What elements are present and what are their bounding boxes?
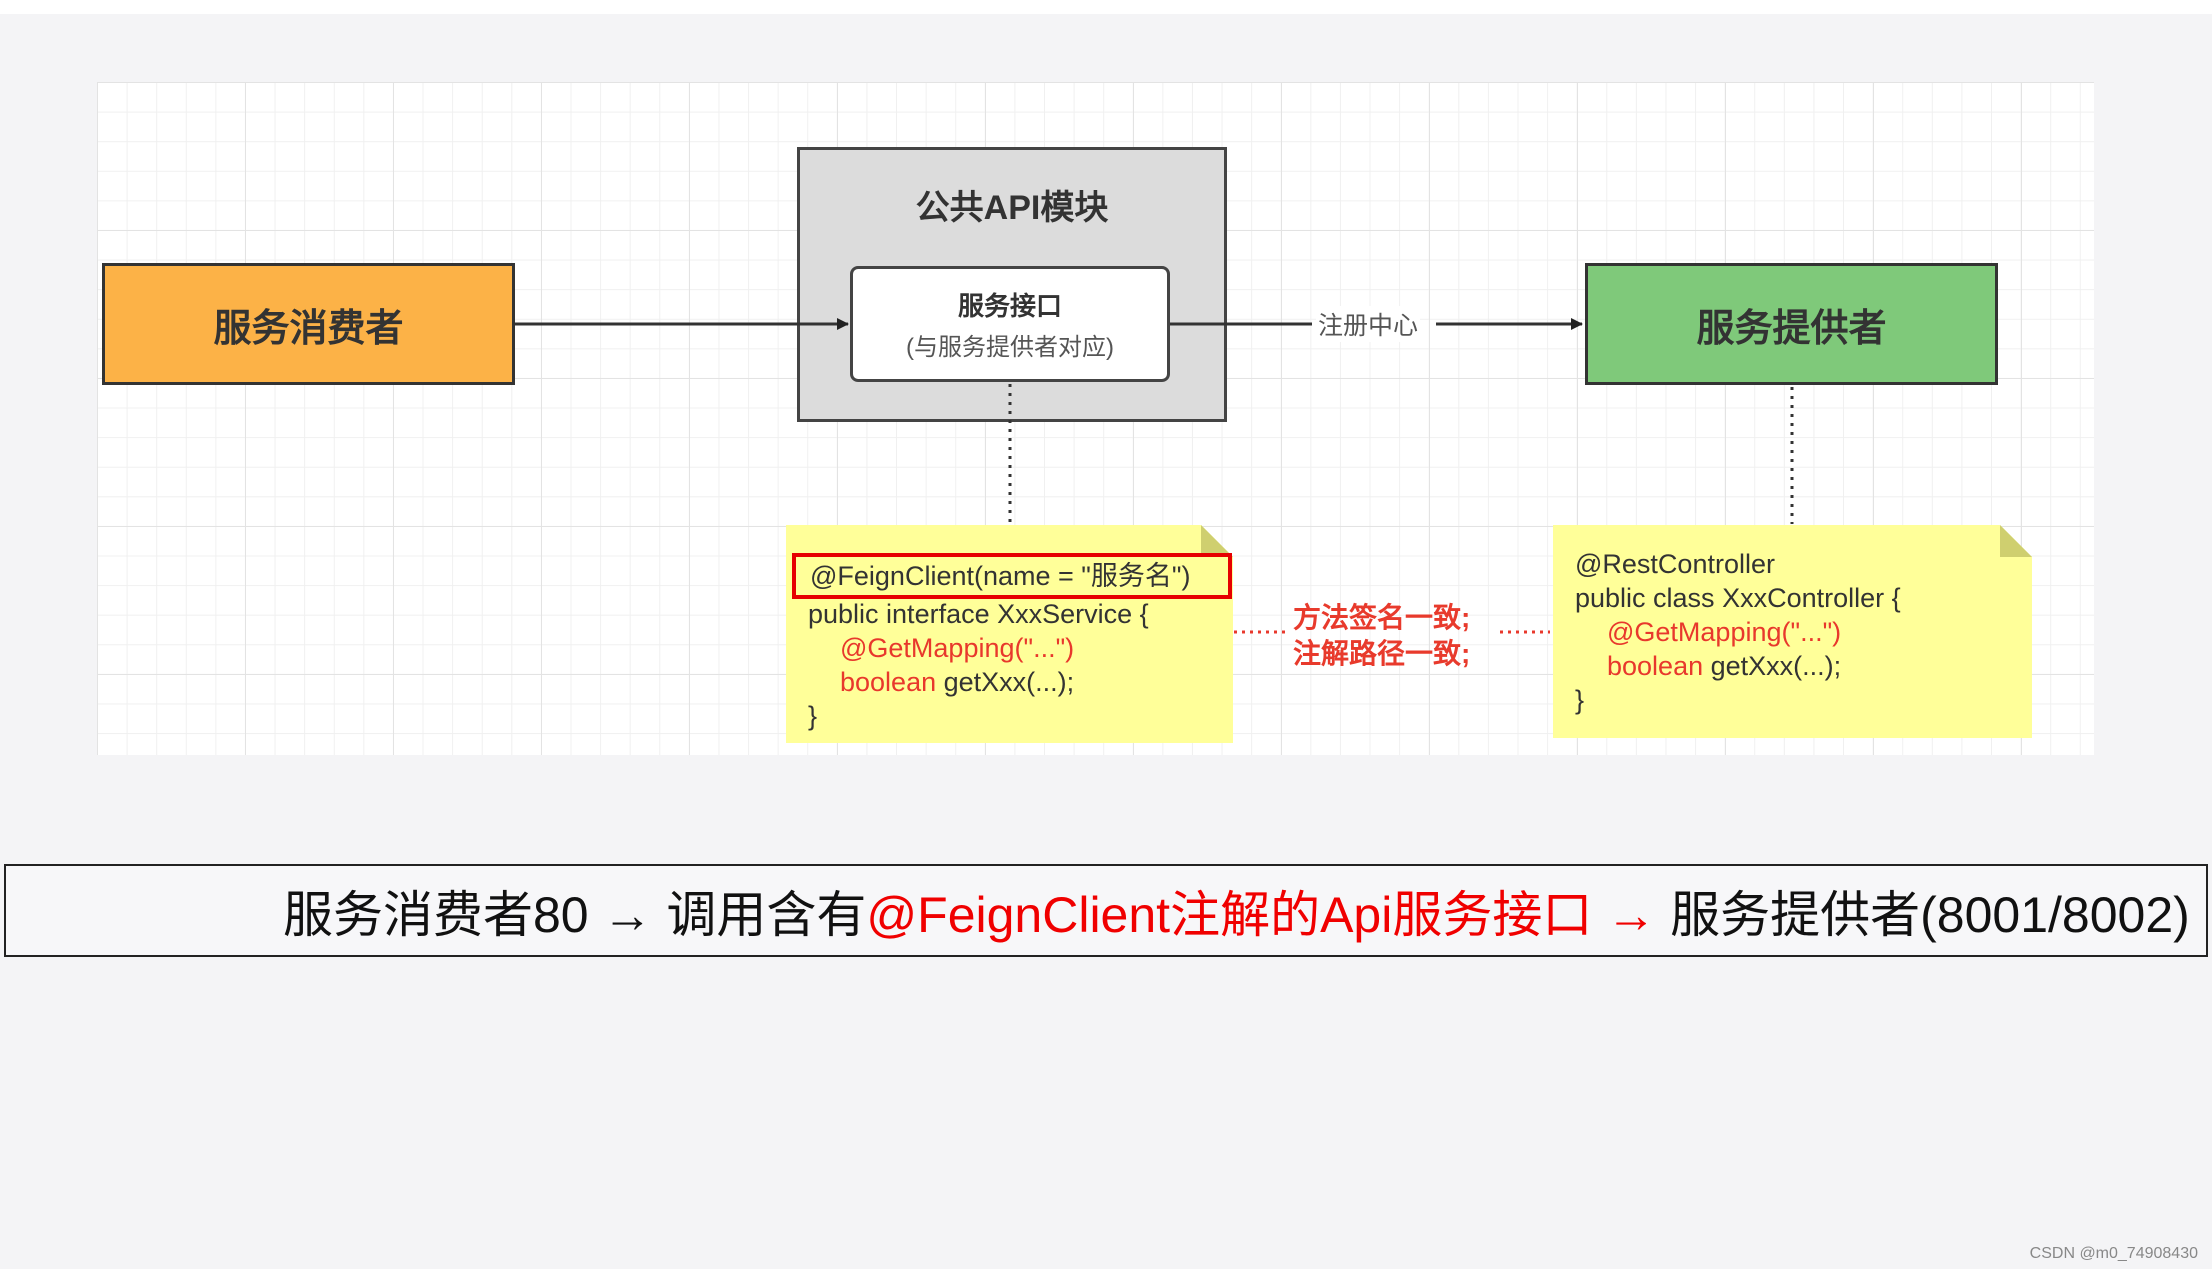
- registry-center-label: 注册中心: [1316, 306, 1421, 342]
- feign-client-annotation-highlight: @FeignClient(name = "服务名"): [792, 553, 1232, 599]
- consistency-label: 方法签名一致; 注解路径一致;: [1293, 600, 1470, 672]
- feign-closing-brace: }: [808, 701, 818, 731]
- feign-return-type: boolean: [840, 667, 937, 697]
- controller-method-name: getXxx(...);: [1703, 651, 1842, 681]
- service-interface-node: 服务接口 (与服务提供者对应): [850, 266, 1170, 382]
- service-provider-node: 服务提供者: [1585, 263, 1998, 385]
- service-interface-title: 服务接口: [957, 291, 1062, 321]
- controller-return-type: boolean: [1607, 651, 1704, 681]
- public-api-module-title: 公共API模块: [915, 189, 1109, 227]
- controller-method-signature: boolean getXxx(...);: [1575, 649, 2032, 683]
- summary-feign-part: @FeignClient注解的Api服务接口 →: [866, 886, 1657, 943]
- service-provider-label: 服务提供者: [1696, 307, 1887, 350]
- service-interface-subtitle: (与服务提供者对应): [906, 334, 1114, 361]
- annotation-path-consistent-label: 注解路径一致;: [1293, 638, 1471, 669]
- summary-consumer-part: 服务消费者80 → 调用含有: [283, 886, 867, 943]
- call-chain-text: 服务消费者80 → 调用含有@FeignClient注解的Api服务接口 → 服…: [283, 875, 2190, 947]
- feign-getmapping-annotation: @GetMapping("..."): [840, 633, 1075, 663]
- call-chain-summary: 服务消费者80 → 调用含有@FeignClient注解的Api服务接口 → 服…: [4, 864, 2208, 957]
- left-note-fold: [1201, 525, 1233, 557]
- feign-method-name: getXxx(...);: [936, 667, 1075, 697]
- top-strip: [0, 0, 2212, 14]
- csdn-watermark: CSDN @m0_74908430: [2029, 1245, 2198, 1262]
- controller-class-declaration: public class XxxController {: [1575, 583, 1901, 613]
- consumer-feign-note: . public interface XxxService { @GetMapp…: [786, 525, 1233, 743]
- right-note-fold: [2000, 525, 2032, 557]
- controller-getmapping-annotation: @GetMapping("..."): [1607, 617, 1842, 647]
- method-signature-consistent-label: 方法签名一致;: [1293, 602, 1471, 633]
- service-consumer-label: 服务消费者: [213, 307, 404, 350]
- controller-closing-brace: }: [1575, 685, 1585, 715]
- feign-interface-declaration: public interface XxxService {: [808, 599, 1149, 629]
- feign-method-signature: boolean getXxx(...);: [808, 665, 1233, 699]
- summary-provider-part: 服务提供者(8001/8002): [1656, 886, 2190, 943]
- provider-controller-note: @RestController public class XxxControll…: [1553, 525, 2032, 738]
- service-consumer-node: 服务消费者: [102, 263, 515, 385]
- rest-controller-annotation: @RestController: [1575, 549, 1775, 579]
